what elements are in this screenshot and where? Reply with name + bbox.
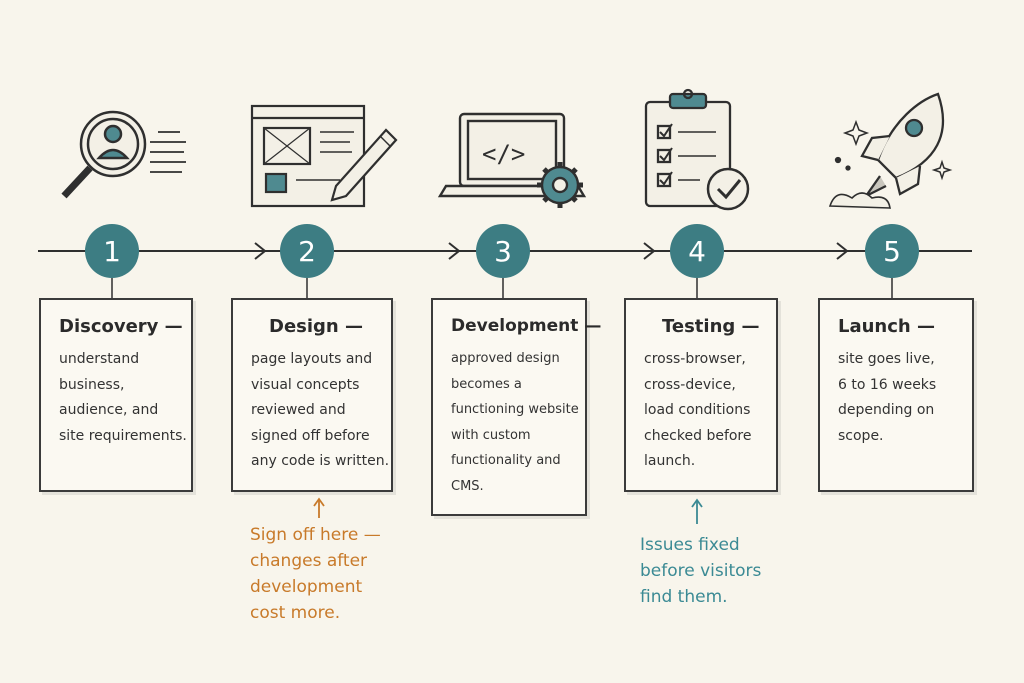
note-line: cost more. <box>250 603 341 623</box>
step-card-development: Development — approved design becomes a … <box>431 298 602 516</box>
step-line: understand <box>59 351 140 367</box>
laptop-code-gear-icon: </> <box>437 112 587 208</box>
step-line: any code is written. <box>251 453 390 469</box>
step-line: audience, and <box>59 402 159 418</box>
step-line: reviewed and <box>251 402 346 418</box>
step-line: cross-device, <box>644 376 736 393</box>
wireframe-pencil-icon <box>250 104 398 208</box>
step-number-4: 4 <box>670 224 724 278</box>
svg-text:</>: </> <box>482 140 525 168</box>
step-card-testing: Testing — cross-browser, cross-device, l… <box>624 298 778 492</box>
arrow-3-4 <box>643 242 656 260</box>
step-description: cross-browser, cross-device, load condit… <box>644 347 766 475</box>
step-line: page layouts and <box>251 351 373 367</box>
step-line: signed off before <box>251 427 370 444</box>
note-arrow-design <box>313 497 325 518</box>
step-line: site requirements. <box>59 427 187 444</box>
clipboard-checklist-icon <box>644 88 750 211</box>
magnifier-user-icon <box>61 110 186 199</box>
step-description: understand business, audience, and site … <box>59 347 187 449</box>
design-signoff-note: Sign off here — changes after developmen… <box>250 522 381 626</box>
step-line: becomes a <box>451 376 522 392</box>
card-connectors <box>111 278 893 298</box>
step-number-5: 5 <box>865 224 919 278</box>
step-line: depending on <box>838 402 935 418</box>
step-line: visual concepts <box>251 376 360 393</box>
step-number-3: 3 <box>476 224 530 278</box>
step-line: launch. <box>644 453 696 469</box>
step-description: site goes live, 6 to 16 weeks depending … <box>838 347 962 449</box>
step-line: scope. <box>838 427 884 444</box>
step-description: approved design becomes a functioning we… <box>451 346 579 499</box>
step-card-design: Design — page layouts and visual concept… <box>231 298 393 492</box>
step-line: functioning website <box>451 402 579 417</box>
step-card-discovery: Discovery — understand business, audienc… <box>39 298 193 492</box>
step-card-launch: Launch — site goes live, 6 to 16 weeks d… <box>818 298 974 492</box>
step-title: Discovery — <box>59 316 183 337</box>
step-line: CMS. <box>451 478 484 494</box>
step-line: with custom <box>451 427 531 443</box>
step-line: load conditions <box>644 402 751 418</box>
arrow-1-2 <box>254 242 267 260</box>
step-description: page layouts and visual concepts reviewe… <box>251 347 390 475</box>
note-line: development <box>250 577 363 597</box>
step-title: Testing — <box>662 316 760 337</box>
step-number-2: 2 <box>280 224 334 278</box>
step-line: approved design <box>451 351 560 366</box>
note-line: before visitors <box>640 561 762 581</box>
step-title: Launch — <box>838 316 935 337</box>
arrow-4-5 <box>836 242 849 260</box>
testing-issues-note: Issues fixed before visitors find them. <box>640 532 761 610</box>
step-line: checked before <box>644 427 752 444</box>
step-line: site goes live, <box>838 351 935 367</box>
step-title: Development — <box>451 316 602 336</box>
note-arrow-testing <box>691 498 703 524</box>
step-line: business, <box>59 376 125 393</box>
rocket-icon <box>828 92 953 209</box>
timeline-arrows <box>254 242 849 260</box>
step-number-1: 1 <box>85 224 139 278</box>
step-line: 6 to 16 weeks <box>838 376 937 393</box>
note-line: changes after <box>250 551 368 571</box>
arrow-2-3 <box>448 242 461 260</box>
note-line: Issues fixed <box>640 535 740 555</box>
note-line: Sign off here — <box>250 525 381 545</box>
step-line: functionality and <box>451 453 561 468</box>
step-line: cross-browser, <box>644 351 746 367</box>
step-title: Design — <box>269 316 363 337</box>
note-line: find them. <box>640 587 728 607</box>
